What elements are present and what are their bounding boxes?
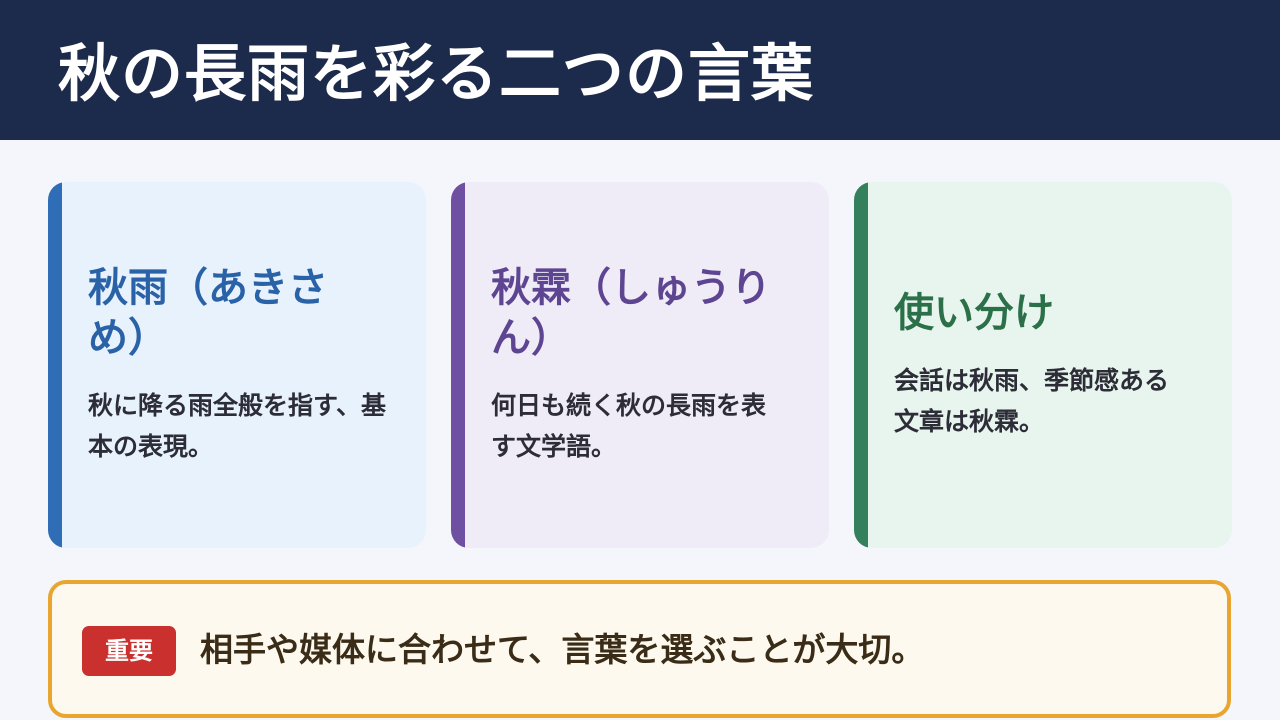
header-bar: 秋の長雨を彩る二つの言葉 xyxy=(0,0,1280,140)
page-title: 秋の長雨を彩る二つの言葉 xyxy=(58,37,815,110)
card-body: 使い分け 会話は秋雨、季節感ある文章は秋霖。 xyxy=(894,182,1192,548)
card-body: 秋霖（しゅうりん） 何日も続く秋の長雨を表す文学語。 xyxy=(491,182,789,548)
important-note: 重要 相手や媒体に合わせて、言葉を選ぶことが大切。 xyxy=(48,580,1231,718)
card-accent-bar xyxy=(48,182,62,548)
important-badge: 重要 xyxy=(82,626,176,676)
card-usage: 使い分け 会話は秋雨、季節感ある文章は秋霖。 xyxy=(854,182,1232,548)
card-text: 何日も続く秋の長雨を表す文学語。 xyxy=(491,391,767,461)
card-text: 会話は秋雨、季節感ある文章は秋霖。 xyxy=(894,366,1170,436)
card-akisame: 秋雨（あきさめ） 秋に降る雨全般を指す、基本の表現。 xyxy=(48,182,426,548)
card-title: 秋雨（あきさめ） xyxy=(88,265,328,361)
card-text: 秋に降る雨全般を指す、基本の表現。 xyxy=(88,391,387,461)
card-body: 秋雨（あきさめ） 秋に降る雨全般を指す、基本の表現。 xyxy=(88,182,386,548)
important-note-text: 相手や媒体に合わせて、言葉を選ぶことが大切。 xyxy=(200,630,925,669)
card-accent-bar xyxy=(451,182,465,548)
card-shuurin: 秋霖（しゅうりん） 何日も続く秋の長雨を表す文学語。 xyxy=(451,182,829,548)
card-title: 使い分け xyxy=(894,290,1054,336)
card-title: 秋霖（しゅうりん） xyxy=(491,265,771,361)
card-accent-bar xyxy=(854,182,868,548)
